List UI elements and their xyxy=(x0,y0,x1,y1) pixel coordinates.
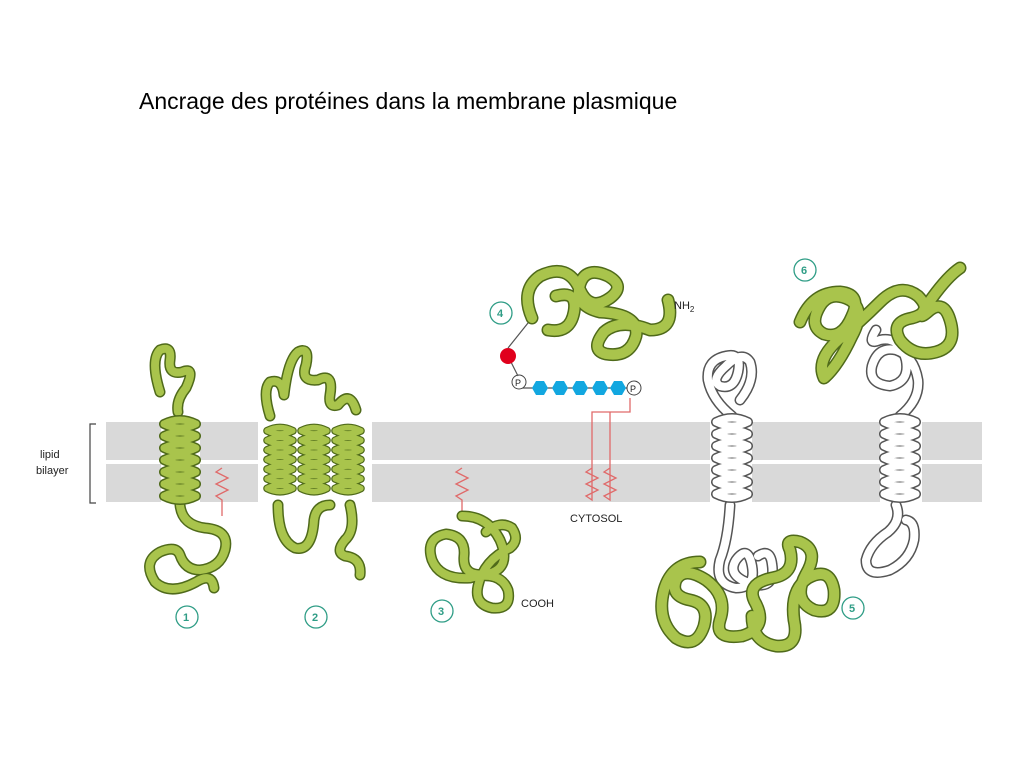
lipid-label: lipid xyxy=(40,449,60,461)
svg-text:6: 6 xyxy=(801,265,807,277)
nh2-label: NH2 xyxy=(674,300,695,314)
bilayer-label: bilayer xyxy=(36,465,69,477)
svg-text:4: 4 xyxy=(497,308,504,320)
protein-number-4: 4 xyxy=(489,301,513,325)
phosphate-2 xyxy=(626,380,642,396)
protein-number-2: 2 xyxy=(304,605,328,629)
protein-3-lipid-anchor xyxy=(454,467,470,516)
phosphate-1-label: P xyxy=(515,378,521,388)
protein-1-helix xyxy=(164,420,196,500)
protein-number-1: 1 xyxy=(175,605,199,629)
inositol-head xyxy=(500,348,516,364)
protein-4-gpi-anchor-2 xyxy=(602,412,618,502)
protein-6-partner-helix xyxy=(884,418,916,498)
lipid-bilayer xyxy=(106,422,982,502)
svg-text:3: 3 xyxy=(438,606,444,618)
phosphate-2-label: P xyxy=(630,384,636,394)
protein-2-helix-2 xyxy=(301,428,327,492)
bilayer-bracket xyxy=(89,423,96,504)
protein-6-partner-white xyxy=(860,324,924,578)
protein-4-gpi-anchor-1 xyxy=(584,398,631,502)
cooh-label: COOH xyxy=(521,598,554,610)
sugar-chain xyxy=(532,381,626,395)
svg-text:5: 5 xyxy=(849,603,855,615)
svg-text:1: 1 xyxy=(183,612,189,624)
svg-text:2: 2 xyxy=(312,612,318,624)
protein-5 xyxy=(655,534,841,653)
protein-6 xyxy=(793,261,967,385)
page-title: Ancrage des protéines dans la membrane p… xyxy=(139,88,678,114)
protein-2 xyxy=(260,345,366,581)
protein-2-helix-1 xyxy=(267,428,293,492)
protein-3 xyxy=(424,510,521,614)
protein-number-5: 5 xyxy=(841,596,865,620)
phosphate-1 xyxy=(511,374,527,390)
protein-1 xyxy=(144,343,232,595)
protein-2-helix-3 xyxy=(335,428,361,492)
protein-5-partner-helix xyxy=(716,418,748,498)
protein-1-lipid-anchor xyxy=(214,467,230,516)
protein-number-3: 3 xyxy=(430,599,454,623)
protein-4 xyxy=(521,264,677,362)
cytosol-label: CYTOSOL xyxy=(570,513,622,525)
protein-number-6: 6 xyxy=(793,258,817,282)
protein-5-partner-white xyxy=(702,349,779,594)
